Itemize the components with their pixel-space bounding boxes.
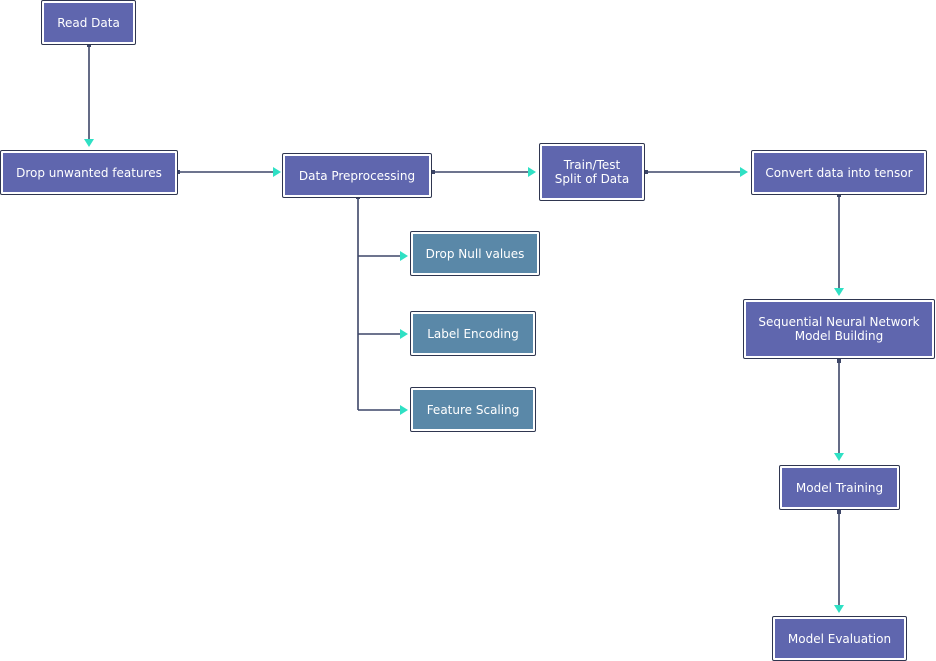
edge-read-to-drop <box>84 43 94 147</box>
edge-tensor-to-model <box>834 193 844 296</box>
edge-preprocessing-to-split <box>431 167 536 177</box>
node-read-data[interactable]: Read Data <box>41 0 136 45</box>
node-label-convert-to-tensor: Convert data into tensor <box>754 153 924 192</box>
edge-split-to-tensor <box>644 167 748 177</box>
node-label-label-encoding: Label Encoding <box>413 314 533 353</box>
node-sequential-nn[interactable]: Sequential Neural Network Model Building <box>743 299 935 359</box>
node-model-evaluation[interactable]: Model Evaluation <box>772 616 907 661</box>
node-label-drop-null-values: Drop Null values <box>413 234 537 273</box>
edge-preprocessing-branch <box>356 195 408 415</box>
node-drop-null-values[interactable]: Drop Null values <box>410 231 540 276</box>
node-model-training[interactable]: Model Training <box>779 465 900 510</box>
node-label-read-data: Read Data <box>44 3 133 42</box>
edge-training-to-evaluation <box>834 510 844 613</box>
edge-model-to-training <box>834 359 844 461</box>
node-label-train-test-split: Train/Test Split of Data <box>542 146 642 198</box>
node-train-test-split[interactable]: Train/Test Split of Data <box>539 143 645 201</box>
node-label-feature-scaling: Feature Scaling <box>413 390 533 429</box>
node-feature-scaling[interactable]: Feature Scaling <box>410 387 536 432</box>
node-drop-unwanted-features[interactable]: Drop unwanted features <box>0 150 178 195</box>
node-label-sequential-nn: Sequential Neural Network Model Building <box>746 302 932 356</box>
node-label-drop-unwanted-features: Drop unwanted features <box>3 153 175 192</box>
node-label-encoding[interactable]: Label Encoding <box>410 311 536 356</box>
edge-drop-to-preprocessing <box>176 167 281 177</box>
node-data-preprocessing[interactable]: Data Preprocessing <box>282 153 432 198</box>
node-convert-to-tensor[interactable]: Convert data into tensor <box>751 150 927 195</box>
node-label-model-evaluation: Model Evaluation <box>775 619 904 658</box>
node-label-model-training: Model Training <box>782 468 897 507</box>
node-label-data-preprocessing: Data Preprocessing <box>285 156 429 195</box>
